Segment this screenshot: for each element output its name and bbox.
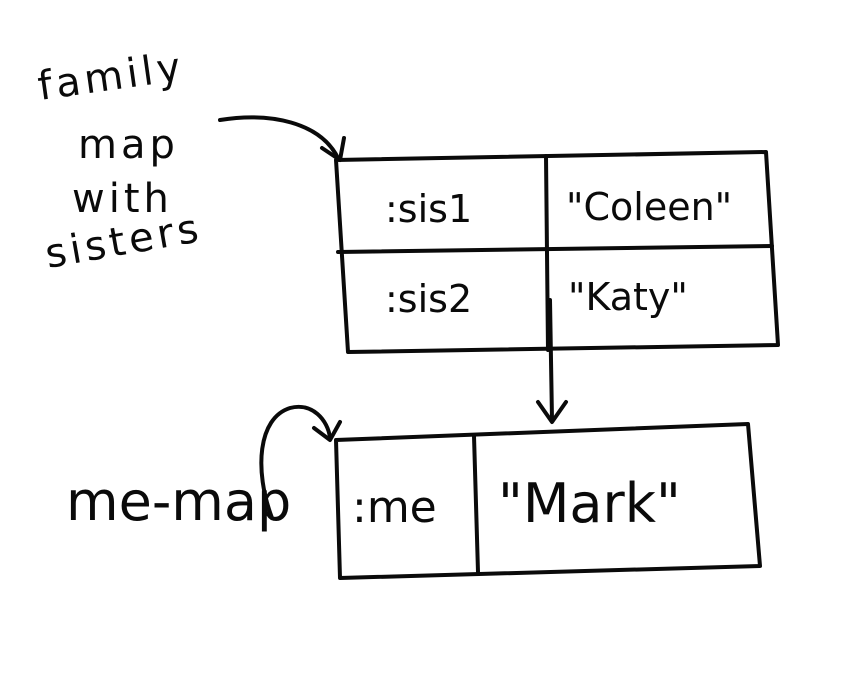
label-to-me-map-arrow — [259, 404, 342, 520]
table-row-value: "Mark" — [498, 472, 681, 535]
me-map-table: :me "Mark" — [334, 422, 762, 580]
column-divider — [472, 434, 480, 574]
family-map-to-me-map-arrow — [536, 298, 568, 424]
row-divider — [336, 244, 774, 254]
label-to-family-map-arrow — [218, 115, 346, 162]
family-map-label-line: family — [35, 44, 187, 110]
table-row-key: :sis1 — [385, 187, 472, 231]
table-frame — [334, 150, 780, 354]
family-map-label-line: map — [78, 122, 179, 168]
arrow-head — [312, 420, 342, 442]
table-row-value: "Katy" — [568, 275, 688, 319]
table-frame — [334, 422, 762, 580]
arrow-shaft — [259, 404, 332, 520]
table-row-key: :sis2 — [385, 277, 472, 321]
table-row-key: :me — [352, 482, 437, 533]
family-map-table: :sis1 "Coleen" :sis2 "Katy" — [334, 150, 780, 354]
family-map-label-line: with — [72, 176, 173, 222]
arrow-shaft — [548, 298, 554, 422]
table-row-value: "Coleen" — [566, 185, 732, 229]
family-map-label: family map with sisters — [35, 44, 206, 278]
me-map-label: me-map — [66, 470, 291, 533]
arrow-shaft — [218, 115, 340, 160]
arrow-head — [536, 400, 568, 424]
column-divider — [544, 154, 550, 352]
